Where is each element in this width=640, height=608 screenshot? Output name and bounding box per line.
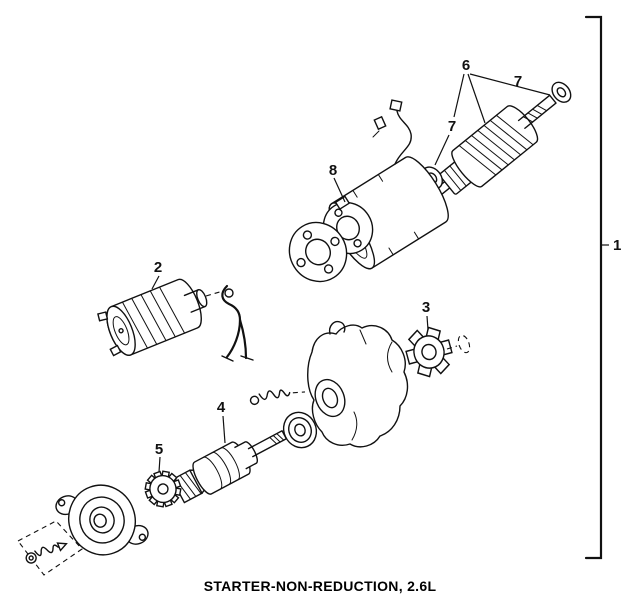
armature-drawing [434, 81, 572, 197]
shift-fork-drawing [205, 284, 254, 362]
screw-kit-drawing [17, 520, 83, 576]
stop-collar-drawing [405, 326, 471, 378]
callout-7-rear: 7 [514, 73, 522, 90]
drive-clutch-drawing [171, 430, 288, 504]
drive-housing-drawing [307, 320, 409, 448]
callout-1: 1 [613, 237, 621, 254]
spring-drawing [249, 389, 306, 406]
callout-8: 8 [329, 162, 337, 179]
brush-plate-drawing [288, 195, 374, 283]
callout-7-front: 7 [448, 118, 456, 135]
end-bracket-drawing [55, 484, 149, 556]
solenoid-drawing [97, 278, 208, 357]
leader-lines [151, 73, 551, 473]
callout-2: 2 [154, 259, 162, 276]
idler-gear-drawing [144, 470, 182, 508]
assembly-bracket: 1 [584, 15, 621, 560]
callout-3: 3 [422, 299, 430, 316]
figure-caption: STARTER-NON-REDUCTION, 2.6L [203, 578, 437, 594]
callout-6: 6 [462, 57, 470, 74]
bearing-drawing [282, 411, 318, 449]
callout-4: 4 [217, 399, 226, 416]
callout-5: 5 [155, 441, 163, 458]
